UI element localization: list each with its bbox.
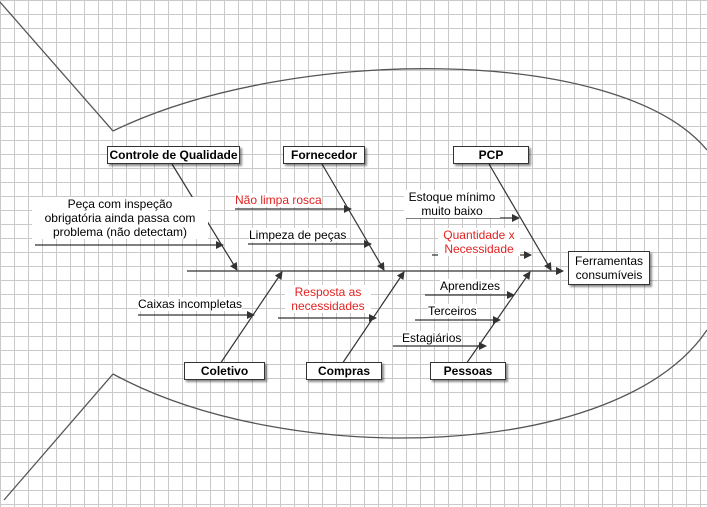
cause-quantidade-necessidade: Quantidade x Necessidade bbox=[438, 228, 520, 256]
cause-limpeza-pecas: Limpeza de peças bbox=[249, 228, 347, 242]
cause-quantidade-line-2: Necessidade bbox=[444, 242, 514, 256]
cause-resposta-necessidades: Resposta as necessidades bbox=[285, 285, 371, 313]
cause-peca-inspecao: Peça com inspeção obrigatória ainda pass… bbox=[32, 197, 208, 239]
fish-head-outline-lower bbox=[112, 329, 707, 439]
cause-terceiros: Terceiros bbox=[428, 304, 477, 318]
category-fornecedor: Fornecedor bbox=[283, 146, 365, 164]
cause-resposta-line-1: Resposta as bbox=[294, 285, 362, 299]
bone-fornecedor bbox=[321, 163, 385, 271]
cause-peca-line-2: obrigatória ainda passa com bbox=[44, 211, 196, 225]
cause-estoque-minimo: Estoque mínimo muito baixo bbox=[404, 190, 500, 218]
effect-box: Ferramentas consumíveis bbox=[568, 251, 650, 285]
cause-peca-line-3: problema (não detectam) bbox=[52, 225, 188, 239]
category-pessoas: Pessoas bbox=[430, 362, 506, 380]
cause-estagiarios: Estagiários bbox=[402, 331, 462, 345]
category-compras: Compras bbox=[306, 362, 382, 380]
cause-caixas-incompletas: Caixas incompletas bbox=[138, 297, 243, 311]
bone-pcp bbox=[488, 163, 552, 271]
cause-peca-line-1: Peça com inspeção bbox=[67, 197, 173, 211]
cause-estoque-line-2: muito baixo bbox=[421, 204, 483, 218]
cause-nao-limpa-rosca: Não limpa rosca bbox=[235, 193, 322, 207]
effect-label: Ferramentas consumíveis bbox=[574, 254, 644, 282]
cause-estoque-line-1: Estoque mínimo bbox=[408, 190, 496, 204]
cause-quantidade-line-1: Quantidade x bbox=[443, 228, 515, 242]
category-coletivo: Coletivo bbox=[184, 362, 265, 380]
cause-resposta-line-2: necessidades bbox=[291, 299, 365, 313]
fish-tail-lower bbox=[3, 373, 114, 501]
fish-head-outline bbox=[112, 68, 707, 151]
fish-tail-upper bbox=[0, 1, 114, 132]
category-pcp: PCP bbox=[453, 146, 529, 164]
category-controle-qualidade: Controle de Qualidade bbox=[107, 146, 240, 164]
bone-coletivo bbox=[219, 271, 283, 365]
cause-aprendizes: Aprendizes bbox=[440, 279, 501, 293]
